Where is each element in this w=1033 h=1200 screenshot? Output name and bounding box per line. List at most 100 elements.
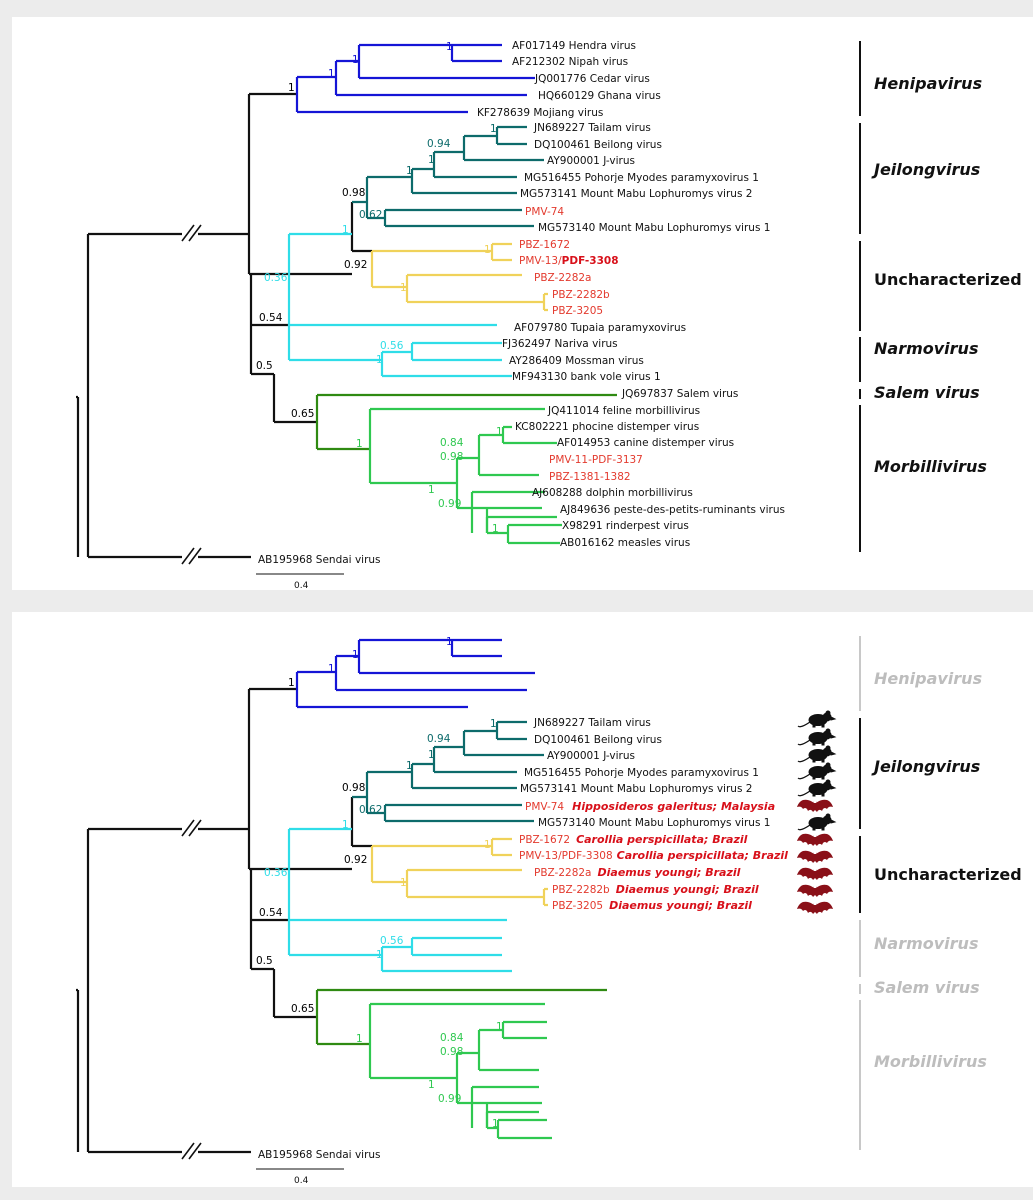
genus-henipavirus: Henipavirus xyxy=(874,74,982,93)
support-cyan-root: 0.36 xyxy=(264,272,288,284)
support-henipa-root: 1 xyxy=(288,82,295,94)
tip-feline: JQ411014 feline morbillivirus xyxy=(547,405,700,417)
bat-icon xyxy=(797,850,833,863)
support-jeil-root: 0.98 xyxy=(342,187,365,199)
support-morb-e: 0.99 xyxy=(438,1093,461,1105)
support-morbilli-root: 1 xyxy=(356,438,363,450)
genus-salem: Salem virus xyxy=(874,978,980,997)
genus-morbillivirus: Morbillivirus xyxy=(874,457,987,476)
tip-pohorje: MG516455 Pohorje Myodes paramyxovirus 1 xyxy=(524,767,759,779)
host-pbz3205: Diaemus youngi; Brazil xyxy=(609,899,752,912)
support-jeil-b: 0.94 xyxy=(427,733,451,745)
tip-nipah: AF212302 Nipah virus xyxy=(512,56,628,68)
bat-icon xyxy=(797,884,833,897)
support-morb-c: 0.84 xyxy=(440,1032,464,1044)
tip-cedar: JQ001776 Cedar virus xyxy=(534,73,650,85)
genus-narmovirus: Narmovirus xyxy=(874,339,978,358)
support-unchar-a: 1 xyxy=(484,839,491,851)
support-morb-c: 0.84 xyxy=(440,437,464,449)
clade-labels: Henipavirus Jeilongvirus Uncharacterized… xyxy=(871,74,1022,476)
tip-pmv13-a: PMV-13/ xyxy=(519,255,562,267)
support-0-5: 0.5 xyxy=(256,955,273,967)
support-henipa-b: 1 xyxy=(352,649,359,661)
tip-tailam: JN689227 Tailam virus xyxy=(533,717,651,729)
tip-pbz1672: PBZ-1672 xyxy=(519,239,570,251)
support-henipa-a: 1 xyxy=(328,68,335,80)
support-jeil-a: 1 xyxy=(406,760,413,772)
scale-bar-label: 0.4 xyxy=(294,1176,309,1186)
rodent-icon xyxy=(797,745,836,763)
phylogenetic-tree-bottom: 1 1 1 1 0.98 1 0.94 1 1 0.62 1 0.92 1 1 … xyxy=(76,636,1022,1186)
tip-jvirus: AY900001 J-virus xyxy=(547,750,635,762)
support-morbilli-root: 1 xyxy=(356,1033,363,1045)
support-unchar-a: 1 xyxy=(484,244,491,256)
tip-labels: JN689227 Tailam virus DQ100461 Beilong v… xyxy=(258,717,788,1161)
tree-branches xyxy=(76,638,607,1160)
rodent-icon xyxy=(797,710,836,728)
tip-pbz3205: PBZ-3205 xyxy=(552,305,603,317)
tip-mojiang: KF278639 Mojiang virus xyxy=(477,107,603,119)
tip-measles: AB016162 measles virus xyxy=(560,537,690,549)
support-unchar-b: 1 xyxy=(400,877,407,889)
tip-mossman: AY286409 Mossman virus xyxy=(509,355,644,367)
host-icons xyxy=(797,710,836,914)
tip-sendai: AB195968 Sendai virus xyxy=(258,554,381,566)
genus-morbillivirus: Morbillivirus xyxy=(874,1052,987,1071)
tip-dolphin: AJ608288 dolphin morbillivirus xyxy=(532,487,693,499)
support-morb-e: 0.99 xyxy=(438,498,461,510)
support-0-5: 0.5 xyxy=(256,360,273,372)
tip-mabu2: MG573141 Mount Mabu Lophuromys virus 2 xyxy=(520,188,752,200)
genus-jeilongvirus: Jeilongvirus xyxy=(871,757,980,776)
host-pbz1672: Carollia perspicillata; Brazil xyxy=(576,833,748,846)
scale-bar: 0.4 xyxy=(256,573,344,590)
support-cyan-root: 0.36 xyxy=(264,867,288,879)
support-henipa-b: 1 xyxy=(352,54,359,66)
bat-icon xyxy=(797,901,833,914)
tip-jvirus: AY900001 J-virus xyxy=(547,155,635,167)
host-pbz2282b: Diaemus youngi; Brazil xyxy=(616,883,759,896)
tip-pmv74-name: PMV-74 xyxy=(525,801,564,813)
bat-icon xyxy=(797,833,833,846)
support-0-54: 0.54 xyxy=(259,312,283,324)
genus-narmovirus: Narmovirus xyxy=(874,934,978,953)
support-morb-f: 1 xyxy=(492,523,499,535)
phylogenetic-tree-top: 1 1 1 1 0.98 1 0.94 1 1 0.62 1 0.92 1 1 … xyxy=(76,40,1022,590)
tip-pmv13: PMV-13/PDF-3308 xyxy=(519,255,619,267)
genus-salem: Salem virus xyxy=(874,383,980,402)
host-pmv13: Carollia perspicillata; Brazil xyxy=(617,849,789,862)
genus-uncharacterized: Uncharacterized xyxy=(874,865,1022,884)
tip-pmv13-b: PDF-3308 xyxy=(562,255,619,267)
support-henipa-a: 1 xyxy=(328,663,335,675)
tip-rinderpest: X98291 rinderpest virus xyxy=(562,520,689,532)
support-pmv74-mabu1: 0.62 xyxy=(359,209,382,221)
tip-pbz3205-name: PBZ-3205 xyxy=(552,900,603,912)
tip-pbz1381: PBZ-1381-1382 xyxy=(549,471,631,483)
tip-pbz2282b-name: PBZ-2282b xyxy=(552,884,610,896)
bat-icon xyxy=(797,799,833,812)
support-pmv74-mabu1: 0.62 xyxy=(359,804,382,816)
rodent-icon xyxy=(797,779,836,797)
tip-nariva: FJ362497 Nariva virus xyxy=(502,338,618,350)
support-jeil-c: 1 xyxy=(428,154,435,166)
tip-mabu1: MG573140 Mount Mabu Lophuromys virus 1 xyxy=(538,222,770,234)
genus-henipavirus: Henipavirus xyxy=(874,669,982,688)
clade-labels: Henipavirus Jeilongvirus Uncharacterized… xyxy=(871,669,1022,1071)
support-henipa-root: 1 xyxy=(288,677,295,689)
support-morb-d: 1 xyxy=(496,1021,503,1033)
support-jeil-unchar: 1 xyxy=(342,819,349,831)
support-0-54: 0.54 xyxy=(259,907,283,919)
tip-beilong: DQ100461 Beilong virus xyxy=(534,734,662,746)
rodent-icon xyxy=(797,813,836,831)
tip-pbz2282b: PBZ-2282b xyxy=(552,289,610,301)
support-unchar-b: 1 xyxy=(400,282,407,294)
tip-ppr: AJ849636 peste-des-petits-ruminants viru… xyxy=(560,504,785,516)
support-values: 1 1 1 1 0.98 1 0.94 1 1 0.62 1 0.92 1 1 … xyxy=(256,41,503,535)
tip-pmv11: PMV-11-PDF-3137 xyxy=(549,454,643,466)
tip-canine: AF014953 canine distemper virus xyxy=(557,437,734,449)
rodent-icon xyxy=(797,762,836,780)
tip-phocine: KC802221 phocine distemper virus xyxy=(515,421,699,433)
tip-pohorje: MG516455 Pohorje Myodes paramyxovirus 1 xyxy=(524,172,759,184)
support-values: 1 1 1 1 0.98 1 0.94 1 1 0.62 1 0.92 1 1 … xyxy=(256,636,503,1130)
